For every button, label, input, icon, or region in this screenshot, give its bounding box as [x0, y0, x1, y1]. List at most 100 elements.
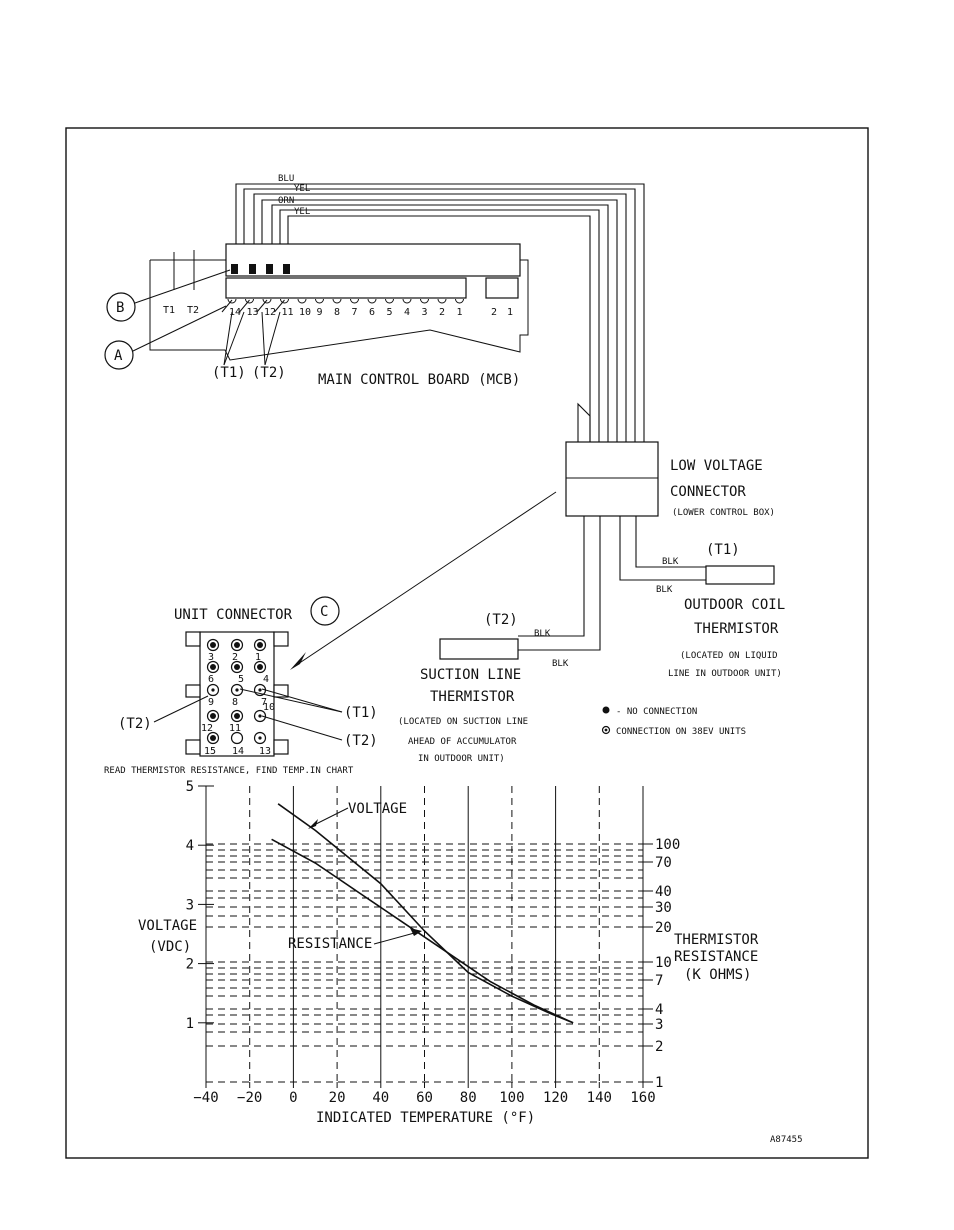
- x-tick-label: 100: [499, 1090, 524, 1106]
- instruction-text: READ THERMISTOR RESISTANCE, FIND TEMP.IN…: [104, 766, 354, 776]
- unit-connector-pin-label: 9: [208, 697, 214, 708]
- wire-label-yel-2: YEL: [294, 207, 310, 217]
- y-left-tick-label: 5: [186, 779, 194, 795]
- mcb-pin-label: 11: [282, 307, 294, 318]
- figure-frame: [65, 127, 869, 1159]
- mcb-t2-label: T2: [187, 305, 199, 316]
- voltage-curve: [277, 803, 574, 1024]
- mcb-pin: [315, 298, 324, 304]
- x-tick-label: 120: [543, 1090, 568, 1106]
- callout-b-circle: [106, 292, 136, 322]
- mcb-pin-arrow: [239, 299, 250, 313]
- x-tick-label: 40: [372, 1090, 389, 1106]
- outdoor-coil-line2: THERMISTOR: [694, 621, 779, 637]
- outdoor-coil-note2: LINE IN OUTDOOR UNIT): [668, 669, 782, 679]
- y-left-tick-label: 2: [186, 957, 194, 973]
- low-voltage-connector: [565, 441, 659, 517]
- mcb-pin: [385, 298, 394, 304]
- unit-connector-label: UNIT CONNECTOR: [174, 607, 293, 623]
- unit-connector-pin-label: 12: [201, 723, 213, 734]
- unit-connector-pin-label: 3: [208, 652, 214, 663]
- mcb-pin: [402, 298, 412, 304]
- mcb-pin: [350, 298, 359, 304]
- series-leaders: [308, 807, 422, 945]
- resistance-curve: [271, 838, 574, 1024]
- legend-connection: CONNECTION ON 38EV UNITS: [616, 727, 746, 737]
- series-label-voltage: VOLTAGE: [348, 801, 407, 817]
- mcb-pin-label: 6: [369, 307, 375, 318]
- suction-line-line1: SUCTION LINE: [420, 667, 521, 683]
- mcb-pin: [262, 298, 272, 304]
- y-left-tick-label: 4: [186, 838, 194, 854]
- mcb-pin-label: 8: [334, 307, 340, 318]
- x-tick-label: 60: [416, 1090, 433, 1106]
- chart-ylabel-right-2: RESISTANCE: [674, 949, 758, 965]
- callout-b: B: [116, 300, 124, 316]
- suction-line-note3: IN OUTDOOR UNIT): [418, 754, 505, 764]
- mcb-pin: [437, 298, 447, 304]
- mcb-label: MAIN CONTROL BOARD (MCB): [318, 372, 520, 388]
- wire-label-orn: ORN: [278, 196, 294, 206]
- unit-connector-pin-label: 14: [232, 746, 244, 757]
- outdoor-coil-tag: (T1): [706, 542, 740, 558]
- suction-line-thermistor: [439, 638, 519, 660]
- y-left-tick-label: 3: [186, 897, 194, 913]
- y-right-tick-label: 10: [655, 955, 672, 971]
- y-right-tick-label: 40: [655, 884, 672, 900]
- wire-label-blu: BLU: [278, 174, 294, 184]
- uc-t2-tag-left: (T2): [118, 716, 152, 732]
- mcb-pin-label: 3: [422, 307, 428, 318]
- mcb-pin-label: 13: [247, 307, 259, 318]
- mcb-bracket-lines: [223, 311, 281, 366]
- main-control-board: [149, 243, 529, 361]
- mcb-pin: [297, 298, 307, 304]
- mcb-pin-label: 12: [264, 307, 276, 318]
- x-tick-label: 160: [630, 1090, 655, 1106]
- outdoor-coil-wire2: BLK: [656, 585, 673, 595]
- y-right-tick-label: 20: [655, 920, 672, 936]
- x-tick-label: 20: [329, 1090, 346, 1106]
- outdoor-coil-line1: OUTDOOR COIL: [684, 597, 785, 613]
- series-label-resistance: RESISTANCE: [288, 936, 372, 952]
- suction-line-note1: (LOCATED ON SUCTION LINE: [398, 717, 528, 727]
- mcb-t2-bracket: (T2): [252, 365, 286, 381]
- y-right-tick-label: 30: [655, 900, 672, 916]
- chart-ylabel-right-3: (K OHMS): [684, 967, 751, 983]
- callout-a-circle: [104, 340, 134, 370]
- mcb-pin: [227, 298, 237, 304]
- uc-t2-tag-right: (T2): [344, 733, 378, 749]
- unit-connector-pin-label: 6: [208, 674, 214, 685]
- suction-line-wire2: BLK: [552, 659, 569, 669]
- lv-connector-line2: CONNECTOR: [670, 484, 746, 500]
- mcb-pin-label: 10: [299, 307, 311, 318]
- unit-connector-pin-label: 13: [259, 746, 271, 757]
- uc-t1-tag: (T1): [344, 705, 378, 721]
- mcb-pin-arrow: [221, 299, 233, 313]
- unit-connector-pin-label: 15: [204, 746, 216, 757]
- mcb-pin-label: 14: [229, 307, 241, 318]
- outdoor-coil-wire1: BLK: [662, 557, 679, 567]
- outdoor-coil-thermistor: [705, 565, 775, 585]
- uc-leader-lines: [153, 688, 343, 741]
- chart-ylabel-left-1: VOLTAGE: [138, 918, 197, 934]
- callout-a: A: [114, 348, 123, 364]
- x-tick-label: 140: [587, 1090, 612, 1106]
- x-tick-label: 80: [460, 1090, 477, 1106]
- x-tick-label: −40: [193, 1090, 218, 1106]
- unit-connector-pin-label: 1: [255, 652, 261, 663]
- mcb-pin: [420, 298, 429, 304]
- y-left-tick-label: 1: [186, 1016, 194, 1032]
- legend-no-connection: - NO CONNECTION: [616, 707, 697, 717]
- suction-line-note2: AHEAD OF ACCUMULATOR: [408, 737, 517, 747]
- unit-connector-pin-label: 4: [263, 674, 269, 685]
- unit-connector-pin-label: 7: [261, 697, 267, 708]
- mcb-pin-arrow: [256, 299, 268, 313]
- lv-connector-note: (LOWER CONTROL BOX): [672, 508, 775, 518]
- wire-harness: [235, 183, 645, 442]
- mcb-pin-label: 9: [317, 307, 323, 318]
- y-right-tick-label: 7: [655, 973, 663, 989]
- x-tick-label: 0: [289, 1090, 297, 1106]
